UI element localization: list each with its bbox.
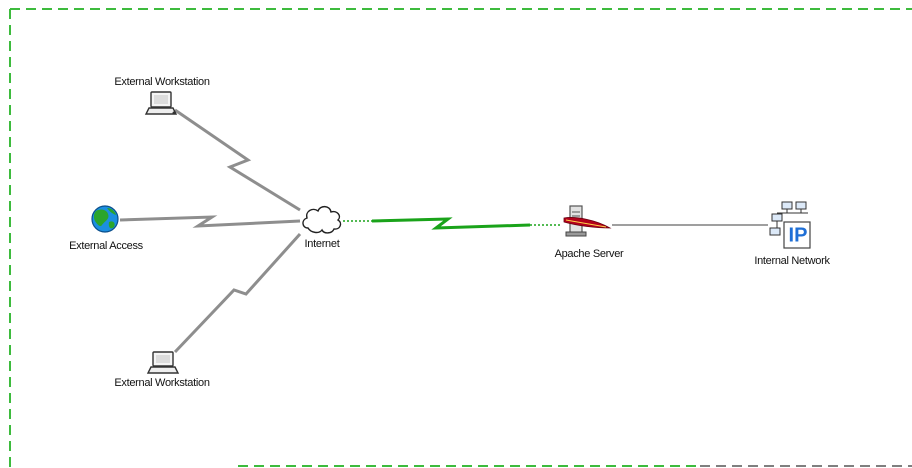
link-workstation-top-internet — [174, 108, 301, 212]
server-icon[interactable] — [563, 205, 612, 237]
node-label-external-access: External Access — [69, 240, 143, 252]
laptop-icon[interactable] — [146, 351, 180, 374]
node-label-workstation-bottom: External Workstation — [114, 377, 210, 389]
link-internet-apache — [343, 217, 560, 230]
laptop-icon[interactable] — [144, 91, 178, 115]
node-label-internet: Internet — [304, 238, 340, 250]
cloud-icon[interactable] — [302, 205, 342, 234]
node-label-internal-network: Internal Network — [754, 255, 830, 267]
link-workstation-bottom-internet — [173, 232, 302, 354]
diagram-boundary — [9, 8, 912, 468]
node-label-apache-server: Apache Server — [554, 248, 624, 260]
node-label-workstation-top: External Workstation — [114, 76, 210, 88]
ip-badge: IP — [789, 224, 808, 246]
link-external-access-internet — [119, 215, 301, 228]
globe-icon[interactable] — [91, 205, 119, 233]
ip-network-icon[interactable] — [769, 201, 811, 249]
